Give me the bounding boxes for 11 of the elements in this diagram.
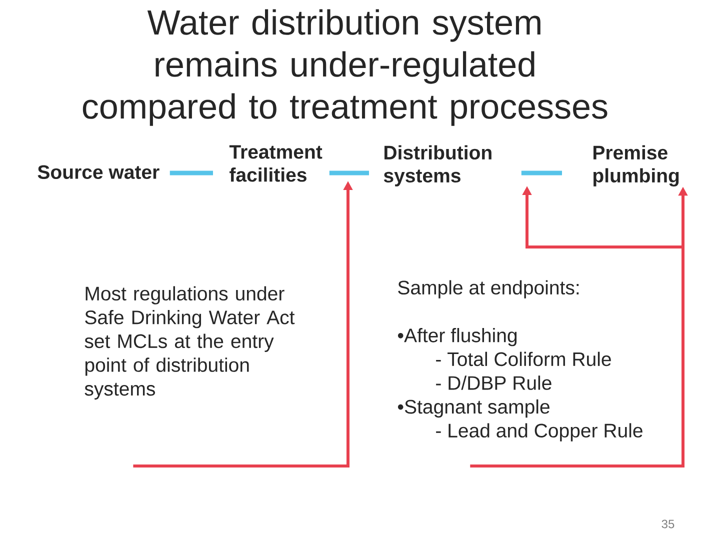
note-text: Most regulations under Safe Drinking Water Act set MCLs at the entry point of distribution systems: [84, 286, 295, 400]
stage-label: Premise plumbing: [594, 145, 679, 186]
connector-dash: [521, 170, 562, 176]
stage-label: Source water: [38, 165, 160, 179]
stage-label: Treatment facilities: [229, 145, 322, 182]
title: Water distribution system remains under-regulated compared to treatment processes: [82, 9, 608, 126]
stage-label: Distribution systems: [384, 145, 492, 186]
connector-dash: [329, 170, 369, 176]
note-text: Sample at endpoints: •After flushing - Total Coliform Rule - D/DBP Rule •Stagnant sample - Lead and Copper Rule: [398, 280, 642, 442]
connector-dash: [170, 170, 213, 176]
page-number: 35: [662, 520, 674, 528]
